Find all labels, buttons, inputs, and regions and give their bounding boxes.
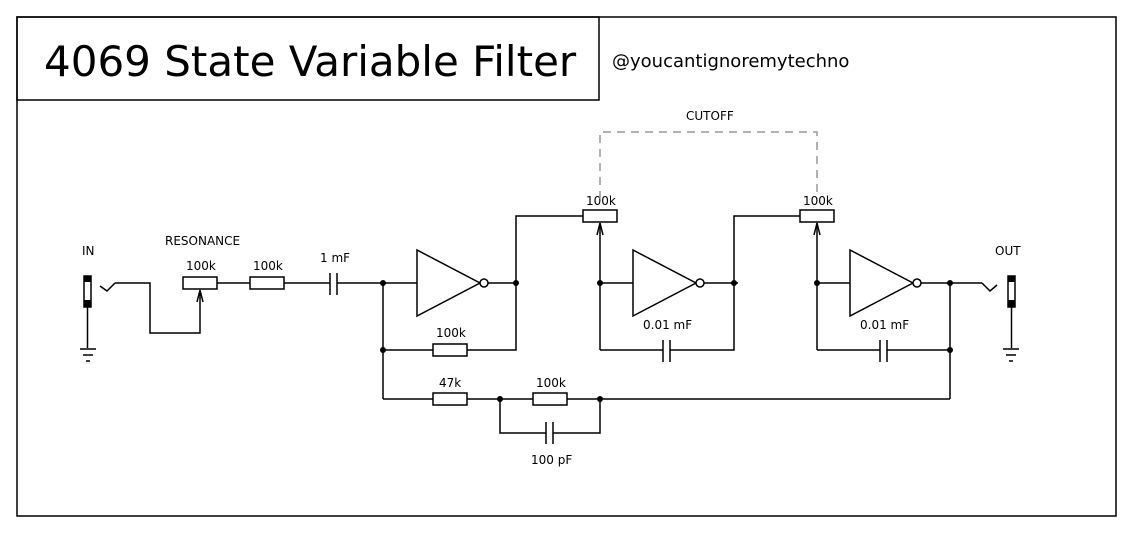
integrator-capacitor-1 (662, 340, 671, 362)
resonance-label: RESONANCE (165, 234, 240, 248)
outer-frame (16, 16, 1117, 517)
inverter-1 (416, 248, 482, 318)
inverter-2 (632, 248, 698, 318)
cutoff-gang-link (599, 131, 818, 199)
inverter-3 (849, 248, 915, 318)
cutoff-pot-1-value: 100k (586, 194, 616, 208)
bottom-capacitor (545, 422, 554, 444)
bottom-resistor-2 (532, 392, 568, 406)
bottom-resistor-1 (432, 392, 468, 406)
integrator-cap-2-value: 0.01 mF (860, 318, 909, 332)
input-jack-icon (83, 275, 116, 348)
bottom-resistor-2-value: 100k (536, 376, 566, 390)
feedback-resistor (432, 343, 468, 357)
ground-icon (80, 348, 96, 362)
input-label: IN (82, 244, 95, 258)
bottom-cap-value: 100 pF (531, 453, 572, 467)
title-box (16, 16, 600, 101)
output-jack-icon (1007, 275, 1016, 348)
wire (115, 282, 201, 334)
page-title: 4069 State Variable Filter (44, 37, 577, 86)
integrator-cap-1-value: 0.01 mF (643, 318, 692, 332)
output-label: OUT (995, 244, 1021, 258)
integrator-capacitor-2 (879, 340, 888, 362)
cutoff-potentiometer-1[interactable] (582, 209, 618, 223)
wiper-arrow-icon (196, 289, 204, 303)
input-cap-value: 1 mF (320, 251, 350, 265)
author-handle: @youcantignoremytechno (612, 51, 849, 72)
bottom-resistor-1-value: 47k (439, 376, 461, 390)
resonance-potentiometer[interactable] (182, 276, 218, 290)
ground-icon (1003, 348, 1019, 362)
input-resistor (249, 276, 285, 290)
input-resistor-value: 100k (253, 259, 283, 273)
feedback-resistor-value: 100k (436, 326, 466, 340)
input-capacitor (329, 273, 338, 295)
cutoff-potentiometer-2[interactable] (799, 209, 835, 223)
cutoff-pot-2-value: 100k (803, 194, 833, 208)
cutoff-label: CUTOFF (686, 109, 734, 123)
resonance-pot-value: 100k (186, 259, 216, 273)
